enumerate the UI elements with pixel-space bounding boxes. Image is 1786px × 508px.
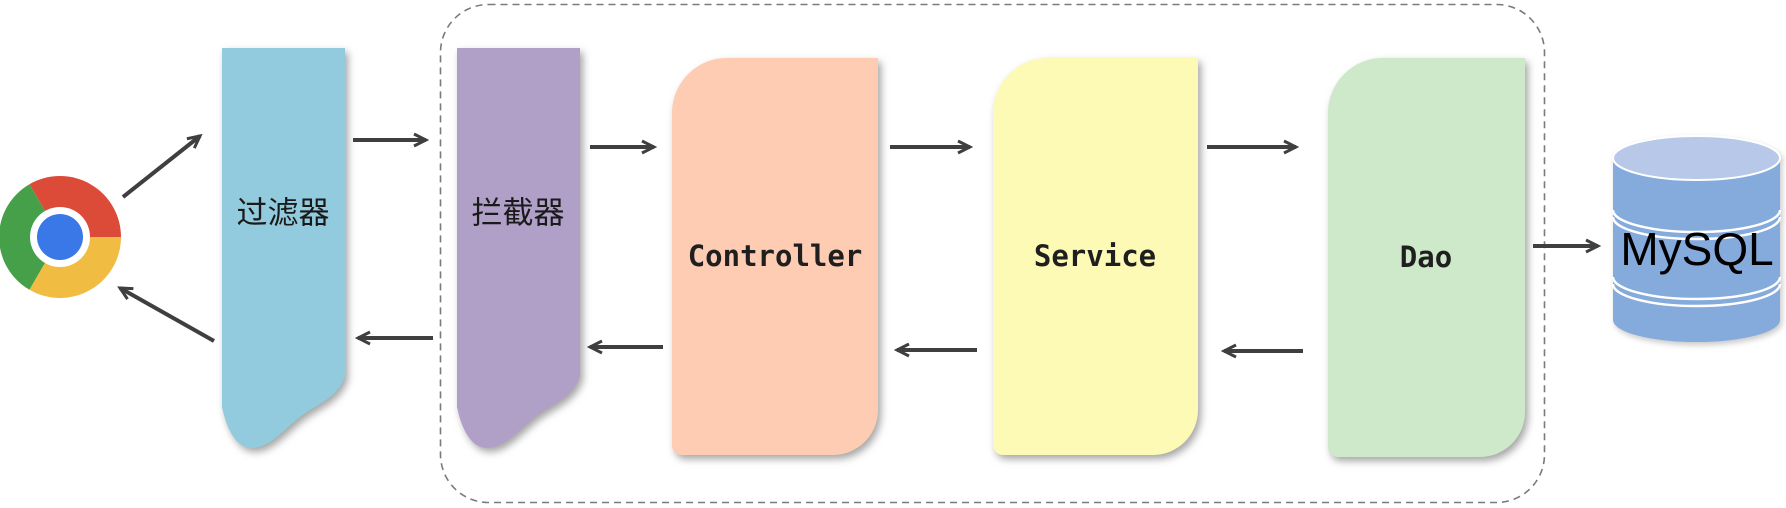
service-shape [993,58,1198,455]
chrome-blue-center [37,214,83,260]
mysql-cylinder-top [1612,135,1781,181]
interceptor-label: 拦截器 [472,196,565,231]
mysql-database-icon: MySQL [1611,135,1782,342]
chrome-browser-icon [0,176,121,298]
arrow-filter-return-to-browser [120,286,215,343]
filter-label: 过滤器 [237,196,330,231]
mysql-disk-separators [1611,209,1782,308]
controller-shape [672,58,878,455]
mysql-label: MySQL [1620,223,1773,275]
dashed-container-border [439,3,1546,504]
service-label: Service [1034,239,1156,273]
interceptor-shape [457,48,580,448]
dao-shape [1328,58,1525,457]
dao-label: Dao [1400,240,1452,274]
controller-label: Controller [688,239,863,273]
arrow-browser-to-filter [121,136,200,199]
flow-arrows [120,136,1598,351]
filter-shape [222,48,345,448]
